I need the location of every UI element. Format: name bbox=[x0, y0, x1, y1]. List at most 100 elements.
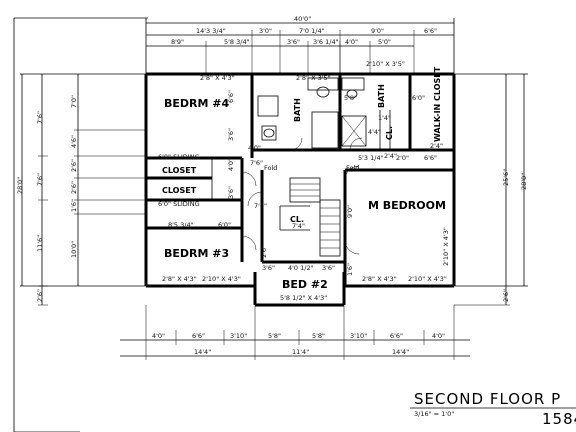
plan-number: 1584 bbox=[542, 410, 576, 428]
bedroom4-label: BEDRM #4 bbox=[164, 97, 229, 110]
closet-label: CLOSET bbox=[162, 166, 197, 175]
interior-dim: 4'0 1/2" bbox=[288, 264, 314, 272]
bed2-label: BED #2 bbox=[282, 278, 328, 291]
sliding-note: 6'0" SLIDING bbox=[158, 153, 200, 161]
interior-dim: 5'3 1/4" bbox=[358, 154, 384, 162]
fold-note: Fold bbox=[346, 164, 359, 172]
bottom-dim: 5'8" bbox=[312, 332, 325, 340]
window-dim: 2'10" X 4'3" bbox=[408, 275, 447, 283]
interior-dim: 3'6" bbox=[227, 186, 235, 199]
bath-label: BATH bbox=[293, 98, 302, 122]
interior-dim: 7'4" bbox=[292, 222, 305, 230]
bottom-dim: 6'6" bbox=[390, 332, 403, 340]
bottom-dimensions: 4'0" 6'6" 3'10" 5'8" 5'8" 3'10" 6'6" 4'0… bbox=[120, 305, 470, 360]
window-labels: 2'8" X 4'3" 2'8" X 4'3" 2'10" X 4'3" 5'8… bbox=[162, 60, 450, 302]
bottom-dim: 14'4" bbox=[194, 348, 211, 356]
window-dim: 2'8" X 4'3" bbox=[162, 275, 197, 283]
left-dim: 1'6" bbox=[70, 199, 78, 212]
bottom-dim: 5'8" bbox=[268, 332, 281, 340]
top-dimensions: 40'0" 14'3 3/4" 3'0" 7'0 1/4" 9'0" 6'6" … bbox=[145, 15, 455, 74]
top-dim: 3'0" bbox=[259, 27, 272, 35]
window-dim: 2'10" X 4'3" bbox=[202, 275, 241, 283]
overall-height-right: 28'0" bbox=[520, 173, 528, 190]
bottom-dim: 11'4" bbox=[292, 348, 309, 356]
exterior-walls bbox=[144, 72, 456, 307]
bath-fixtures bbox=[257, 77, 367, 149]
top-dim: 4'0" bbox=[345, 38, 358, 46]
bath-label: BATH bbox=[377, 84, 386, 108]
interior-dim: 7'6" bbox=[250, 159, 263, 167]
staircase bbox=[289, 177, 341, 257]
left-dim: 7'0" bbox=[70, 95, 78, 108]
bottom-dim: 3'10" bbox=[230, 332, 247, 340]
interior-dim: 2'4" bbox=[430, 142, 443, 150]
overall-width: 40'0" bbox=[294, 15, 311, 23]
top-dim: 3'6 1/4" bbox=[313, 38, 339, 46]
interior-dim: 1'4" bbox=[378, 114, 391, 122]
room-labels: BEDRM #4 BEDRM #3 BED #2 M BEDROOM CLOSE… bbox=[158, 66, 446, 291]
master-bedroom-label: M BEDROOM bbox=[368, 199, 446, 212]
interior-dim: 4'4" bbox=[368, 128, 381, 136]
left-dim: 7'6" bbox=[36, 173, 44, 186]
interior-dim: 3'6" bbox=[322, 264, 335, 272]
closet-label: CL. bbox=[290, 215, 304, 224]
left-dim: 2'6" bbox=[70, 181, 78, 194]
left-dim: 4'6" bbox=[70, 135, 78, 148]
top-dim: 5'0" bbox=[378, 38, 391, 46]
interior-dim: 9'0" bbox=[346, 205, 354, 218]
top-dim: 3'6" bbox=[287, 38, 300, 46]
window-dim: 2'8" X 3'5" bbox=[296, 74, 331, 82]
door-swings bbox=[241, 137, 363, 255]
left-dim: 2'6" bbox=[36, 289, 44, 302]
left-dim: 2'6" bbox=[70, 159, 78, 172]
bottom-dim: 4'0" bbox=[152, 332, 165, 340]
sliding-note: 6'0" SLIDING bbox=[158, 200, 200, 208]
interior-dim: 6'0" bbox=[412, 94, 425, 102]
interior-dim: 4'0" bbox=[248, 144, 261, 152]
top-dim: 7'0 1/4" bbox=[299, 27, 325, 35]
interior-dim: 3'6" bbox=[262, 264, 275, 272]
top-dim: 5'8 3/4" bbox=[224, 38, 250, 46]
interior-dim: 6'0" bbox=[218, 221, 231, 229]
interior-dim: 6'6" bbox=[424, 154, 437, 162]
bottom-dim: 14'4" bbox=[392, 348, 409, 356]
left-dim: 11'6" bbox=[36, 235, 44, 252]
window-dim: 2'10" X 3'5" bbox=[366, 60, 405, 68]
walkin-closet-label: WALK-IN CLOSET bbox=[433, 66, 442, 142]
top-dim: 8'9" bbox=[171, 38, 184, 46]
right-dim: 2'6" bbox=[502, 289, 510, 302]
interior-dim: 7'6" bbox=[254, 202, 267, 210]
interior-dim: 1'6" bbox=[346, 263, 354, 276]
interior-dim: 8'5 3/4" bbox=[168, 221, 194, 229]
interior-dim: 4'0" bbox=[227, 158, 235, 171]
interior-dim: 2'0" bbox=[396, 154, 409, 162]
bedroom3-label: BEDRM #3 bbox=[164, 247, 229, 260]
bottom-dim: 6'6" bbox=[192, 332, 205, 340]
right-dimensions: 25'6" 2'6" 28'0" bbox=[454, 73, 528, 306]
left-dim: 10'0" bbox=[70, 241, 78, 258]
interior-walls bbox=[146, 74, 454, 286]
left-dim: 7'6" bbox=[36, 111, 44, 124]
drawing-title: SECOND FLOOR P bbox=[414, 390, 561, 408]
window-dim: 2'8" X 4'3" bbox=[200, 74, 235, 82]
interior-dim: 3'6" bbox=[227, 128, 235, 141]
interior-dim: 2'4" bbox=[384, 152, 397, 160]
title-block: SECOND FLOOR P 3/16" = 1'0" 1584 bbox=[410, 390, 576, 428]
window-dim: 2'8" X 4'3" bbox=[362, 275, 397, 283]
bottom-dim: 4'0" bbox=[432, 332, 445, 340]
window-dim: 2'10" X 4'3" bbox=[442, 227, 450, 266]
window-dim: 5'8 1/2" X 4'3" bbox=[280, 294, 327, 302]
right-dim: 25'6" bbox=[502, 169, 510, 186]
drawing-scale: 3/16" = 1'0" bbox=[414, 410, 454, 418]
interior-dim: 5'8" bbox=[344, 94, 357, 102]
top-dim: 6'6" bbox=[424, 27, 437, 35]
closet-label: CL. bbox=[385, 126, 394, 140]
interior-dim: 2'6" bbox=[260, 245, 268, 258]
bottom-dim: 3'10" bbox=[350, 332, 367, 340]
fold-note: Fold bbox=[264, 164, 277, 172]
closet-label: CLOSET bbox=[162, 186, 197, 195]
left-dimensions: 28'0" 7'6" 7'6" 11'6" 2'6" 7'0" 4'6" 2'6… bbox=[16, 73, 146, 306]
top-dim: 14'3 3/4" bbox=[196, 27, 226, 35]
interior-dim: 6'6" bbox=[227, 90, 235, 103]
interior-dimensions: 6'6" 3'6" 4'0" 3'6" 6'0" 8'5 3/4" 7'6" 7… bbox=[168, 90, 443, 276]
